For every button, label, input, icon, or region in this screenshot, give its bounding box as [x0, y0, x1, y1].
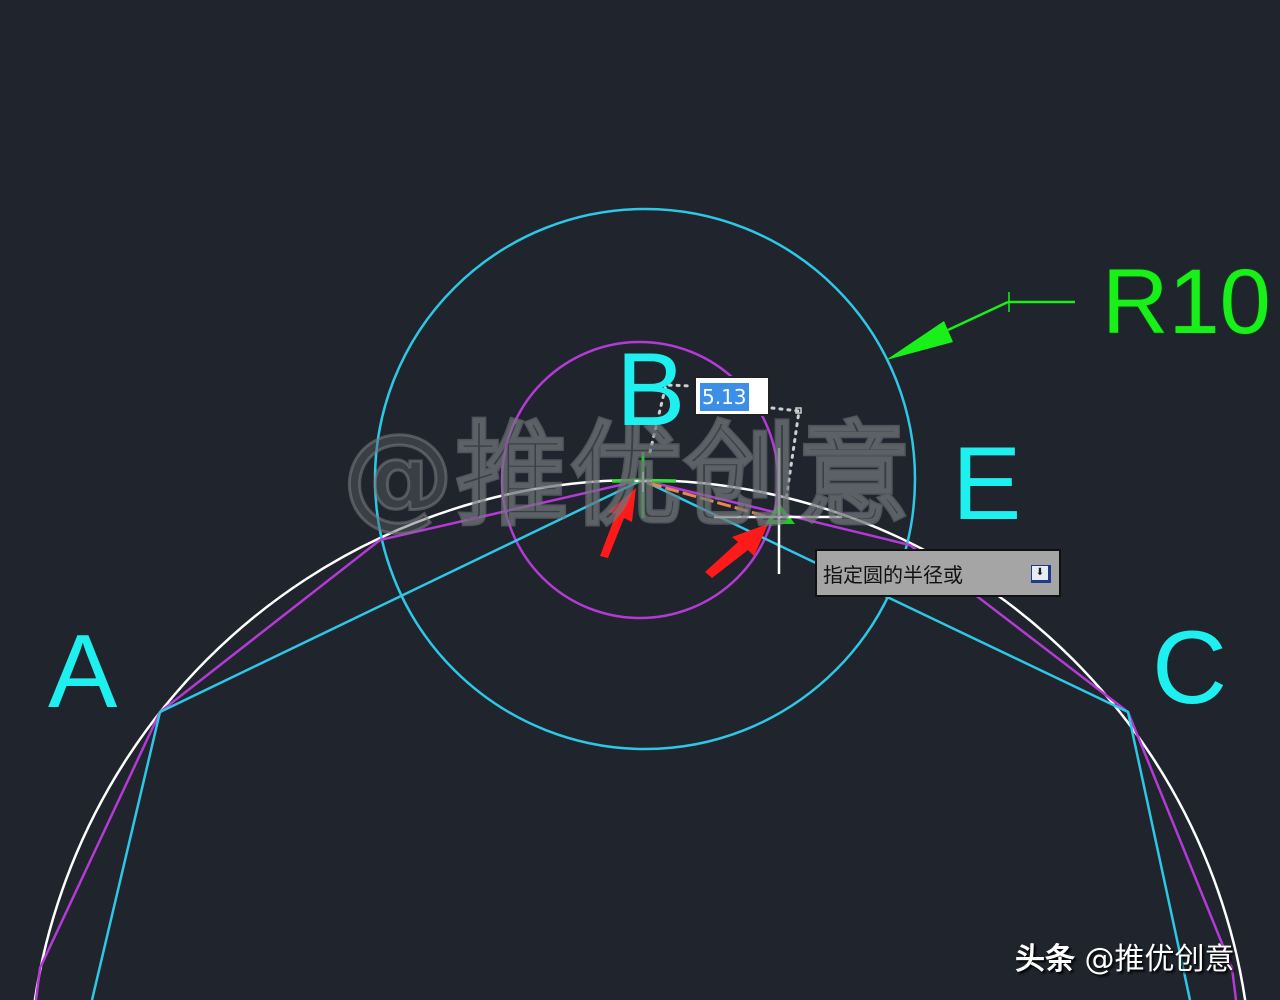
red-arrow-icon [705, 524, 768, 578]
dynamic-input-value[interactable]: 5.13 [700, 383, 749, 411]
dim-grip [795, 407, 802, 414]
radius-dimension-label: R10 [1102, 251, 1271, 353]
dropdown-arrow-icon[interactable]: ⬇ [1031, 565, 1051, 583]
leader-arrowhead-icon [886, 321, 953, 360]
dim-guide-left [648, 383, 694, 454]
red-arrow-icon [600, 488, 636, 558]
command-prompt-tooltip: 指定圆的半径或 ⬇ [815, 549, 1061, 597]
point-label-a: A [48, 614, 118, 730]
r10-leader [886, 292, 1075, 360]
dynamic-input-field[interactable]: 5.13 [694, 376, 770, 416]
circle-r10 [373, 207, 917, 751]
radius-rubberband [647, 481, 773, 520]
point-label-e: E [952, 426, 1022, 542]
credit-platform: 头条 [1015, 942, 1075, 977]
credit-account: @推优创意 [1084, 942, 1235, 977]
point-label-c: C [1152, 610, 1228, 726]
point-label-b: B [616, 332, 686, 448]
watermark: @推优创意 [341, 411, 912, 541]
command-prompt-text: 指定圆的半径或 [823, 563, 963, 587]
dim-guide-right [770, 406, 801, 502]
outer-arc-white [33, 478, 1247, 1000]
source-credit: 头条 @推优创意 [1015, 934, 1235, 978]
